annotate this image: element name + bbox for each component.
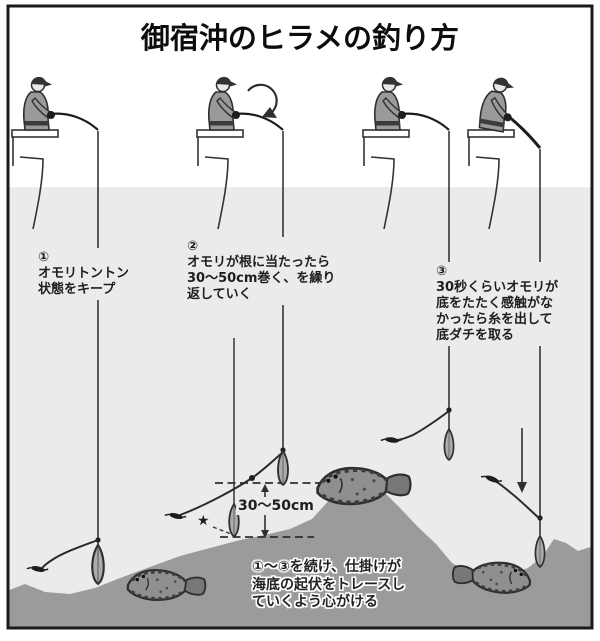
measure-label: 30～50cm [236,497,316,515]
reel-rotation-arrow-head [262,107,277,118]
angler-group-4 [467,74,542,493]
branch-line [494,480,541,520]
reel-rotation-arrow-icon [247,83,278,114]
rig-1 [25,537,105,585]
measure-arrow-down-head [261,530,269,538]
sinker-icon [91,543,105,585]
sinker-icon [534,535,546,568]
swivel-icon [280,447,286,453]
rod-icon [507,114,542,149]
star-marker: ★ [197,513,210,529]
rig-4 [480,471,546,568]
angler-group-2 [196,76,285,230]
step1-label: ① オモリトントン 状態をキープ [35,248,133,300]
seabed-caption: ①～③を続け、仕掛けが 海底の起伏をトレースし ていくよう心がける [252,559,406,610]
page-title: 御宿沖のヒラメの釣り方 [140,21,460,55]
rig-3 [379,407,455,461]
sinker-icon [277,450,289,486]
step2-label: ② オモリが根に当たったら 30～50cm巻く、を繰り 返していく [184,237,339,305]
rig-2-raised [163,447,289,522]
measure-arrow-up-head [261,484,269,492]
drop-arrow-icon [517,482,527,493]
frame-border-top [6,4,594,630]
star-pointer-line [212,526,232,535]
line-clip-icon [249,475,255,481]
step3-label: ③ 30秒くらいオモリが 底をたたく感触がな かったら糸を出して 底ダチを取る [433,262,562,346]
sinker-icon [443,428,455,461]
branch-line [41,539,99,569]
